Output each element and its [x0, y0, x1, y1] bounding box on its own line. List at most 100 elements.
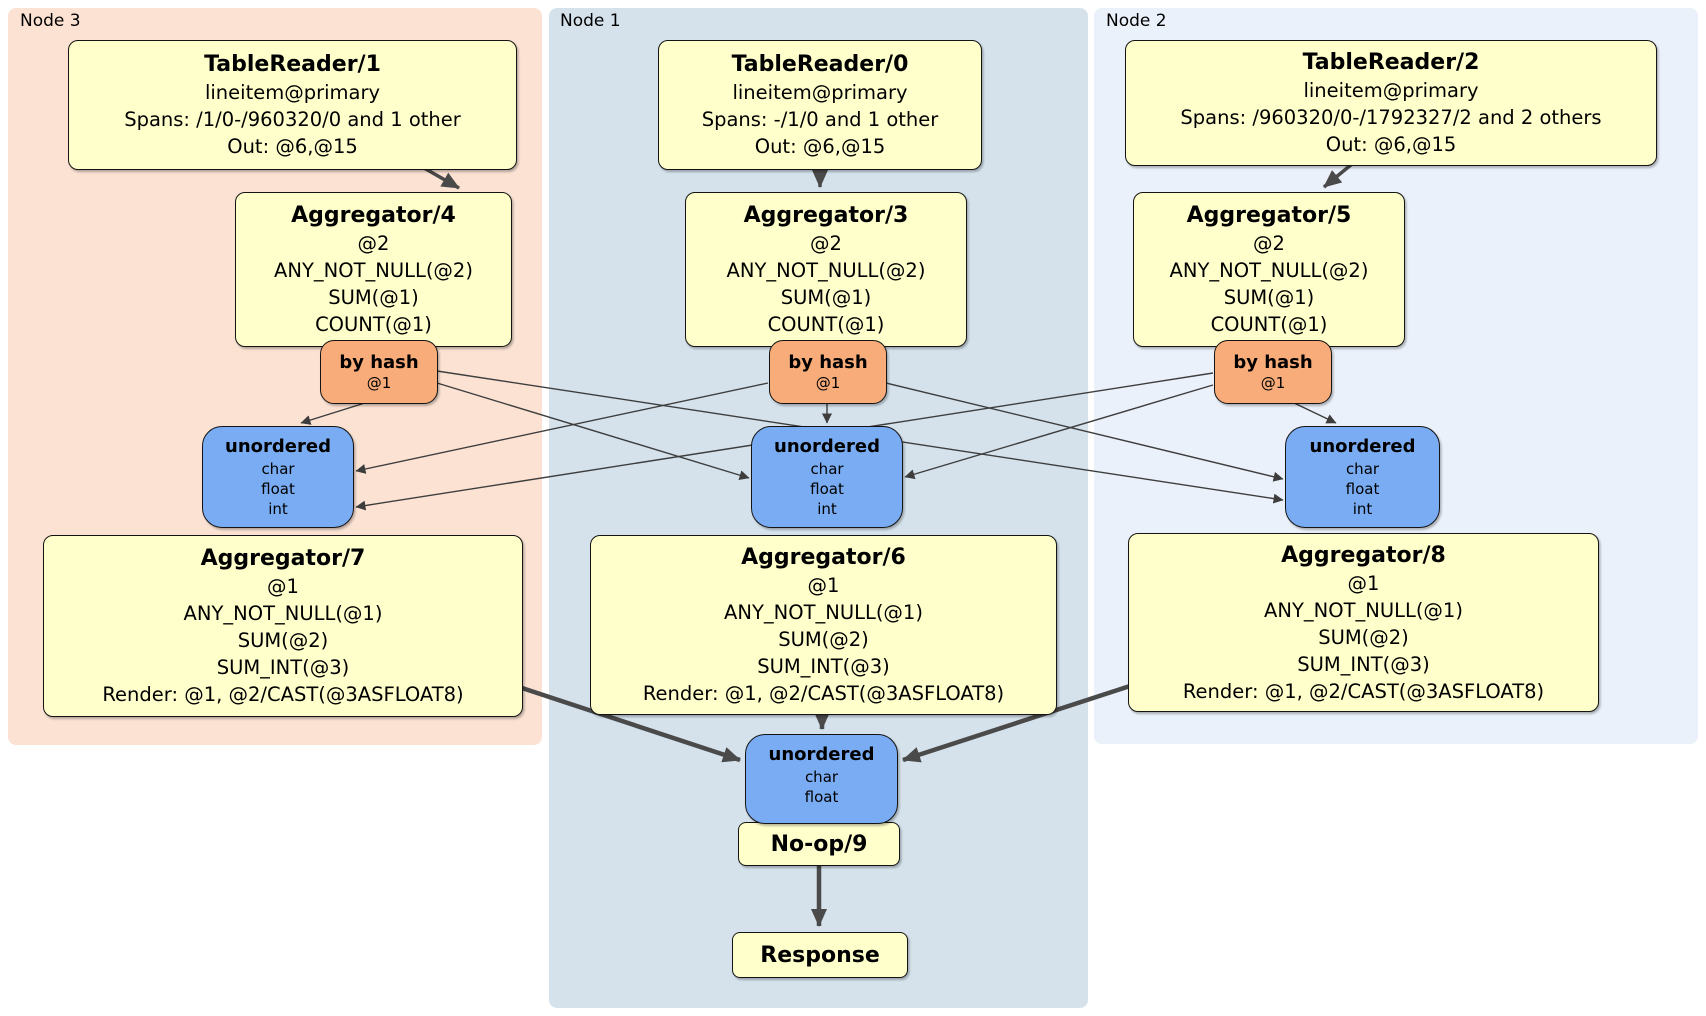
processor-detail: SUM_INT(@3): [216, 656, 350, 679]
processor-title: TableReader/0: [731, 52, 909, 77]
processor-detail: COUNT(@1): [1210, 313, 1328, 336]
unordered-sync-node3: unordered char float int: [202, 426, 354, 528]
edge-aggregator7-finalsync: [521, 685, 741, 763]
router-detail: @1: [815, 373, 841, 392]
edge-tablereader1-aggregator4: [423, 166, 460, 190]
processor-detail: SUM(@1): [328, 286, 419, 309]
node1-label: Node 1: [560, 11, 621, 31]
processor-detail: Out: @6,@15: [227, 135, 358, 158]
aggregator-8-box: Aggregator/8 @1 ANY_NOT_NULL(@1) SUM(@2)…: [1128, 533, 1599, 712]
processor-detail: SUM(@2): [1318, 625, 1409, 649]
processor-detail: @2: [1253, 232, 1285, 255]
sync-column: float: [261, 480, 295, 498]
processor-title: Aggregator/4: [291, 203, 456, 228]
aggregator-6-box: Aggregator/6 @1 ANY_NOT_NULL(@1) SUM(@2)…: [590, 535, 1057, 715]
tablereader-0-box: TableReader/0 lineitem@primary Spans: -/…: [658, 40, 982, 170]
sync-column: float: [1345, 480, 1380, 498]
processor-detail: SUM(@2): [778, 628, 869, 651]
router-title: by hash: [788, 351, 868, 373]
processor-detail: ANY_NOT_NULL(@1): [724, 601, 923, 624]
edge-tablereader2-aggregator5: [1322, 162, 1354, 189]
processor-title: Response: [760, 942, 880, 968]
processor-detail: Spans: -/1/0 and 1 other: [701, 108, 939, 131]
processor-detail: ANY_NOT_NULL(@1): [183, 602, 383, 625]
processor-detail: @1: [1347, 571, 1380, 595]
processor-detail: SUM_INT(@3): [1297, 652, 1430, 676]
edge-router1-sync3: [355, 382, 769, 474]
hash-router-node2: by hash @1: [1214, 340, 1332, 404]
processor-title: Aggregator/3: [743, 203, 909, 228]
processor-detail: COUNT(@1): [767, 313, 885, 336]
processor-title: Aggregator/6: [741, 545, 906, 570]
router-detail: @1: [366, 373, 392, 392]
edge-router3-sync3: [300, 401, 369, 425]
edge-router2-sync2: [1291, 401, 1337, 424]
processor-detail: SUM(@1): [780, 286, 872, 309]
processor-detail: Render: @1, @2/CAST(@3ASFLOAT8): [642, 682, 1005, 705]
processor-detail: Spans: /960320/0-/1792327/2 and 2 others: [1180, 106, 1602, 129]
processor-title: TableReader/1: [204, 52, 381, 77]
unordered-sync-node2: unordered char float int: [1285, 426, 1440, 528]
processor-detail: SUM_INT(@3): [757, 655, 890, 678]
router-title: by hash: [339, 351, 419, 373]
sync-column: char: [804, 768, 839, 786]
edge-router2-sync1: [904, 384, 1214, 480]
aggregator-5-box: Aggregator/5 @2 ANY_NOT_NULL(@2) SUM(@1)…: [1133, 192, 1405, 347]
processor-title: Aggregator/5: [1186, 203, 1352, 228]
processor-detail: @2: [810, 232, 842, 255]
router-detail: @1: [1260, 373, 1286, 392]
sync-column: char: [1345, 460, 1380, 478]
processor-detail: Render: @1, @2/CAST(@3ASFLOAT8): [102, 683, 464, 706]
processor-detail: @1: [807, 574, 840, 597]
hash-router-node1: by hash @1: [769, 340, 887, 404]
processor-title: No-op/9: [770, 831, 868, 857]
processor-detail: Out: @6,@15: [754, 135, 886, 158]
node3-label: Node 3: [20, 11, 81, 31]
sync-title: unordered: [768, 744, 875, 765]
processor-title: Aggregator/7: [200, 546, 366, 571]
processor-detail: lineitem@primary: [204, 81, 381, 104]
unordered-sync-final: unordered char float: [745, 734, 898, 824]
processor-detail: ANY_NOT_NULL(@2): [274, 259, 473, 282]
edge-aggregator8-finalsync: [902, 683, 1131, 763]
processor-detail: lineitem@primary: [1303, 79, 1479, 102]
sync-column: float: [810, 480, 844, 498]
unordered-sync-node1: unordered char float int: [751, 426, 903, 528]
processor-detail: COUNT(@1): [315, 313, 432, 336]
response-box: Response: [732, 932, 908, 978]
aggregator-3-box: Aggregator/3 @2 ANY_NOT_NULL(@2) SUM(@1)…: [685, 192, 967, 347]
processor-title: TableReader/2: [1302, 50, 1480, 75]
processor-detail: @2: [357, 232, 390, 255]
sync-title: unordered: [774, 436, 880, 457]
sync-title: unordered: [1309, 436, 1416, 457]
sync-column: char: [810, 460, 844, 478]
processor-detail: ANY_NOT_NULL(@1): [1264, 598, 1463, 622]
sync-column: char: [261, 460, 295, 478]
noop-9-box: No-op/9: [738, 822, 900, 866]
sync-column: int: [268, 500, 288, 518]
processor-detail: SUM(@1): [1223, 286, 1315, 309]
processor-detail: Render: @1, @2/CAST(@3ASFLOAT8): [1182, 679, 1545, 703]
processor-detail: ANY_NOT_NULL(@2): [726, 259, 926, 282]
sync-column: int: [817, 500, 837, 518]
sync-column: int: [1352, 500, 1373, 518]
hash-router-node3: by hash @1: [320, 340, 438, 404]
processor-detail: Out: @6,@15: [1325, 133, 1457, 156]
sync-title: unordered: [225, 436, 331, 457]
tablereader-2-box: TableReader/2 lineitem@primary Spans: /9…: [1125, 40, 1657, 166]
processor-detail: lineitem@primary: [732, 81, 908, 104]
edge-router3-sync1: [436, 382, 750, 481]
sync-column: float: [804, 788, 839, 806]
node2-label: Node 2: [1106, 11, 1167, 31]
processor-detail: @1: [267, 575, 299, 598]
tablereader-1-box: TableReader/1 lineitem@primary Spans: /1…: [68, 40, 517, 170]
edge-router1-sync2: [885, 382, 1284, 482]
router-title: by hash: [1233, 351, 1313, 373]
processor-detail: Spans: /1/0-/960320/0 and 1 other: [124, 108, 461, 131]
processor-detail: SUM(@2): [237, 629, 329, 652]
aggregator-4-box: Aggregator/4 @2 ANY_NOT_NULL(@2) SUM(@1)…: [235, 192, 512, 347]
processor-title: Aggregator/8: [1281, 542, 1446, 568]
aggregator-7-box: Aggregator/7 @1 ANY_NOT_NULL(@1) SUM(@2)…: [43, 535, 523, 717]
